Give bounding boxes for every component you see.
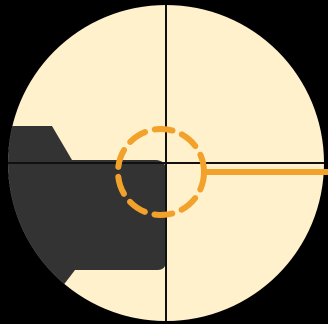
scope-view	[0, 0, 328, 324]
scope-illustration	[0, 0, 328, 324]
